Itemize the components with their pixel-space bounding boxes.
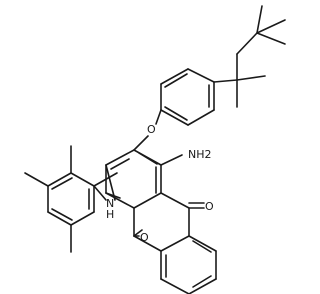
bond bbox=[155, 109, 162, 125]
bond bbox=[160, 235, 190, 252]
bond bbox=[164, 73, 188, 88]
bond bbox=[160, 278, 190, 294]
bond bbox=[160, 68, 189, 85]
bond bbox=[133, 192, 162, 209]
bond bbox=[105, 164, 116, 201]
bond bbox=[133, 229, 143, 237]
bond bbox=[164, 106, 188, 121]
bond bbox=[188, 278, 217, 294]
bond bbox=[47, 172, 72, 187]
bond bbox=[138, 152, 158, 165]
bond bbox=[160, 154, 183, 166]
bond bbox=[256, 19, 286, 34]
bond bbox=[51, 208, 73, 221]
bond bbox=[47, 211, 72, 226]
amine-h-label: H bbox=[106, 208, 114, 221]
amino-label: NH2 bbox=[188, 148, 212, 161]
bond bbox=[160, 109, 189, 126]
bond bbox=[70, 172, 95, 187]
bond bbox=[133, 235, 162, 252]
bond bbox=[236, 32, 258, 55]
bond bbox=[133, 135, 149, 151]
bond bbox=[110, 158, 130, 170]
bond bbox=[70, 211, 95, 226]
bond bbox=[93, 185, 107, 201]
bond bbox=[256, 32, 286, 45]
bond bbox=[192, 275, 212, 288]
carbonyl-bottom-label: O bbox=[140, 231, 149, 244]
bond bbox=[236, 75, 266, 81]
molecule-drawing: NH2 O N H O O bbox=[24, 5, 286, 294]
bond bbox=[93, 172, 118, 187]
ether-oxygen-label: O bbox=[147, 123, 156, 136]
bond bbox=[188, 235, 217, 252]
bond bbox=[256, 5, 263, 34]
bond bbox=[51, 177, 73, 190]
bond bbox=[105, 192, 121, 199]
bond bbox=[187, 109, 215, 126]
bond bbox=[105, 149, 135, 166]
bond bbox=[24, 172, 49, 187]
structure-canvas: NH2 O N H O O bbox=[24, 5, 286, 294]
amine-n-label: N bbox=[106, 197, 114, 210]
bond bbox=[160, 192, 190, 209]
bond bbox=[192, 240, 212, 253]
bond bbox=[213, 79, 238, 83]
carbonyl-top-label: O bbox=[205, 200, 214, 213]
bond bbox=[187, 68, 215, 83]
